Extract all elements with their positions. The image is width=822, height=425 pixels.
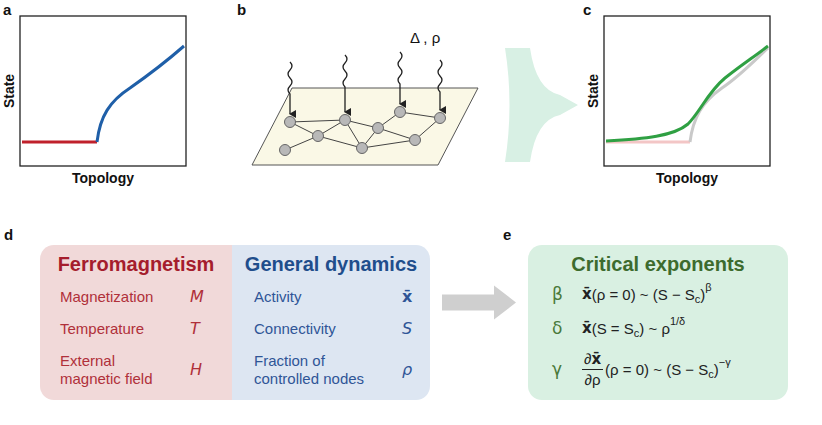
formula-part: c xyxy=(695,293,701,305)
formula: ∂x̄∂ρ(ρ = 0) ~ (S − Sc)−γ xyxy=(582,349,731,389)
panel-heading: General dynamics xyxy=(232,253,430,276)
row-symbol: M xyxy=(190,288,204,306)
panel-letter: b xyxy=(237,1,246,18)
axis-label: Topology xyxy=(72,170,134,186)
panel-letter: e xyxy=(503,226,511,243)
parameter-label: Δ , ρ xyxy=(410,29,440,46)
axis-label: Topology xyxy=(656,170,718,186)
panel-heading: Ferromagnetism xyxy=(40,253,232,276)
panel-letter: d xyxy=(4,226,13,243)
network-plane xyxy=(252,88,478,165)
plot-frame xyxy=(604,16,770,166)
axis-label: State xyxy=(1,74,17,108)
formula-part: x̄ xyxy=(591,350,601,368)
smoothed-curve xyxy=(606,46,768,141)
formula-part: (ρ = 0) ~ (S − S xyxy=(605,361,708,378)
category-panel: General dynamicsActivity x̄ Connectivity SF… xyxy=(232,245,430,400)
formula-part: 1/δ xyxy=(670,315,685,327)
plot-frame xyxy=(20,16,186,166)
formula-part: ) ~ ρ xyxy=(639,320,670,337)
transition-arrow xyxy=(505,48,578,162)
formula-part: (S = S xyxy=(592,320,634,337)
panel-letter: a xyxy=(3,1,11,18)
panel-heading: Critical exponents xyxy=(528,253,788,276)
exponent-symbol: β xyxy=(552,285,563,303)
denominator: ∂ρ xyxy=(583,370,603,388)
row-label: Connectivity xyxy=(254,320,386,338)
axis-label: State xyxy=(585,74,601,108)
formula-part: x̄ xyxy=(582,319,592,337)
formula-part: −γ xyxy=(719,356,731,368)
formula-part: (ρ = 0) ~ (S − S xyxy=(592,286,695,303)
flow-arrow xyxy=(442,286,516,320)
panel-letter: c xyxy=(583,1,591,18)
formula-part: ) xyxy=(714,361,719,378)
row-symbol: H xyxy=(190,361,202,379)
ordered-branch xyxy=(22,141,97,144)
row-label: Magnetization xyxy=(60,288,178,306)
row-symbol: ρ xyxy=(402,361,412,379)
fraction: ∂x̄∂ρ xyxy=(582,350,603,388)
row-label: Fraction of controlled nodes xyxy=(254,352,386,388)
row-label: Temperature xyxy=(60,320,178,338)
category-panel: FerromagnetismMagnetization M Temperature T… xyxy=(40,245,232,400)
network-nodes xyxy=(280,107,446,156)
exponent-symbol: δ xyxy=(552,319,562,337)
formula: x̄(S = Sc) ~ ρ1/δ xyxy=(582,319,685,337)
row-label: Activity xyxy=(254,288,386,306)
formula-part: ∂ xyxy=(584,350,591,367)
row-label: External magnetic field xyxy=(60,352,178,388)
row-symbol: T xyxy=(190,320,200,338)
formula-part: β xyxy=(705,281,711,293)
control-arrows xyxy=(288,52,442,114)
numerator: ∂x̄ xyxy=(582,350,603,370)
formula-part: ) xyxy=(700,286,705,303)
row-symbol: S xyxy=(402,320,412,338)
formula-part: c xyxy=(708,368,714,380)
exponent-symbol: γ xyxy=(552,360,562,378)
row-symbol: x̄ xyxy=(402,288,412,306)
ghost-active-branch xyxy=(690,48,768,142)
formula-part: c xyxy=(634,327,640,339)
formula-part: x̄ xyxy=(582,285,592,303)
formula-part: ∂ρ xyxy=(585,371,601,388)
formula: x̄(ρ = 0) ~ (S − Sc)β xyxy=(582,285,712,303)
active-branch xyxy=(97,46,184,142)
result-box: Critical exponentsβx̄(ρ = 0) ~ (S − Sc)β… xyxy=(528,245,788,400)
